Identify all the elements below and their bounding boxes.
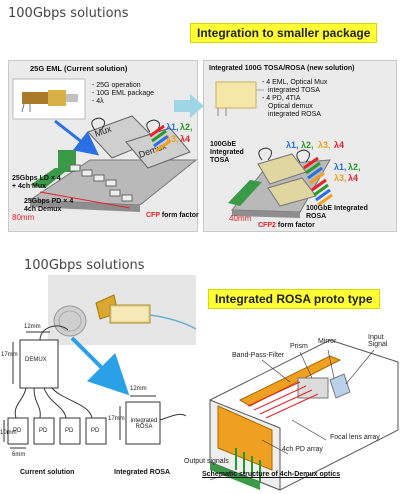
form-factor-text: form factor — [161, 212, 199, 219]
bullet-line: - 4 PD, 4TIA — [262, 95, 301, 102]
rosa-label: 100GbE Integrated ROSA — [306, 205, 368, 220]
transition-arrow — [70, 336, 130, 396]
lambda-label: λ4 — [180, 134, 190, 144]
lambda-label: λ2, — [348, 162, 361, 172]
tosa-package-image — [215, 81, 264, 116]
pd-box — [59, 417, 81, 445]
dim-40mm-label: 40mm — [229, 214, 252, 223]
new-solution-title: Integrated 100G TOSA/ROSA (new solution) — [209, 65, 355, 72]
cfp2-label: CFP2 — [258, 222, 276, 229]
bullet-line: integrated ROSA — [268, 111, 321, 118]
dim-10mm-label: 10mm — [0, 430, 17, 436]
cfp-form-factor-label: CFP form factor — [146, 212, 199, 220]
current-bullets: - 25G operation - 10G EML package - 4λ — [92, 82, 154, 106]
demux-label: DEMUX — [25, 357, 47, 363]
bottom-banner: Integrated ROSA proto type — [208, 289, 380, 309]
pd-label: PD — [39, 428, 48, 434]
lambda-label: λ1, — [286, 140, 299, 150]
dim-12mm-label: 12mm — [24, 324, 41, 330]
pd-box — [33, 417, 55, 445]
wavelength-arrow — [303, 156, 325, 185]
bullet-line: - 10G EML package — [92, 90, 154, 97]
lambda-label: λ2, — [180, 122, 193, 132]
bottom-heading: 100Gbps solutions — [24, 258, 145, 273]
pd-label: PD — [91, 428, 100, 434]
lambda-label: λ3, — [318, 140, 331, 150]
rosa-prototype-image — [48, 275, 196, 345]
pd-box — [7, 417, 29, 445]
pd-label: PD — [65, 428, 74, 434]
lambda-label: λ4 — [348, 173, 358, 183]
wavelength-arrow — [149, 124, 171, 153]
bullet-line: - 4λ — [92, 98, 104, 105]
cfp2-board — [228, 147, 331, 218]
lambda-label: λ3, — [334, 173, 347, 183]
integrated-rosa-box — [125, 401, 161, 445]
pd-array-label: 4ch PD array — [282, 446, 323, 453]
top-diagram: Mux Demux λ1, λ2, λ3, λ4 — [12, 78, 361, 218]
rosa-schematic — [3, 325, 399, 491]
fiber-bundle — [14, 325, 93, 419]
focal-lens-array-label: Focal lens array — [330, 434, 380, 441]
dim-17mm-label: 17mm — [1, 352, 18, 358]
ld-label: 25Gbps LD × 4 + 4ch Mux — [12, 175, 61, 190]
band-pass-filter-label: Band-Pass-Filter — [232, 352, 285, 359]
top-banner: Integration to smaller package — [190, 23, 378, 43]
wavelength-arrow — [311, 178, 333, 207]
bullet-line: - 4 EML, Optical Mux — [262, 79, 328, 86]
new-bullets: - 4 EML, Optical Mux integrated TOSA - 4… — [262, 79, 327, 119]
bullet-line: integrated TOSA — [268, 87, 320, 94]
rosa-box-label: integrated ROSA — [130, 418, 158, 430]
pd-label: PD — [13, 428, 22, 434]
caption-current: Current solution — [20, 469, 75, 476]
output-signals-label: Output signals — [184, 458, 229, 465]
dim-17mm-label: 17mm — [108, 416, 125, 422]
demux-optics-module — [209, 339, 399, 491]
form-factor-text: form factor — [277, 222, 315, 229]
pd-label: 25Gbps PD × 4 4ch Demux — [24, 198, 74, 213]
top-heading: 100Gbps solutions — [8, 6, 129, 21]
current-solution-title: 25G EML (Current solution) — [30, 64, 128, 73]
cfp-label: CFP — [146, 212, 160, 219]
lambda-label: λ1, — [166, 122, 179, 132]
dim-80mm-label: 80mm — [12, 213, 35, 222]
bullet-line: - 25G operation — [92, 82, 141, 89]
lambda-label: λ1, — [334, 162, 347, 172]
caption-integrated: Integrated ROSA — [114, 469, 171, 476]
lambda-label: λ3, — [166, 134, 179, 144]
tosa-label: 100GbE Integrated TOSA — [210, 141, 244, 164]
transition-arrow — [174, 94, 204, 118]
cfp2-form-factor-label: CFP2 form factor — [258, 222, 315, 230]
bullet-line: Optical demux — [268, 103, 313, 110]
mirror-label: Mirror — [318, 338, 337, 345]
demux-box — [19, 339, 59, 389]
dim-12mm-label: 12mm — [130, 386, 147, 392]
lambda-label: λ2, — [301, 140, 314, 150]
lambda-label: λ4 — [334, 140, 344, 150]
dim-6mm-label: 6mm — [12, 452, 26, 458]
eml-package-image — [12, 78, 86, 120]
prism-label: Prism — [290, 343, 308, 350]
optics-caption: Schematic structure of 4ch-Demux optics — [202, 471, 341, 478]
pointer-arrow — [54, 119, 100, 156]
input-signal-label: Input Signal — [368, 334, 388, 348]
pd-box — [85, 417, 107, 445]
